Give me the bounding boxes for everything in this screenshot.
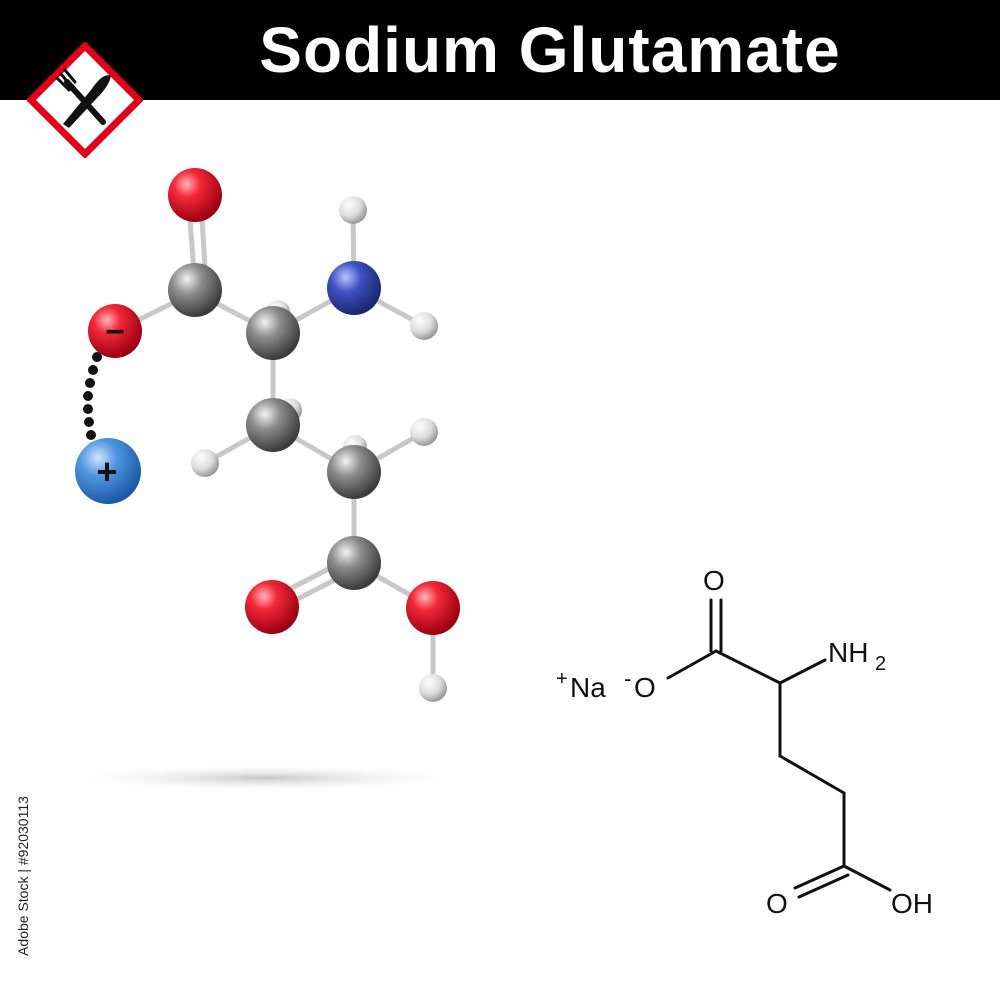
amine-subscript: 2	[875, 653, 886, 675]
sodium-charge: +	[556, 668, 568, 690]
oxygen-atom-negative	[88, 304, 142, 358]
ionic-bond	[83, 352, 102, 452]
oxide-charge: -	[624, 666, 631, 691]
title-banner: Sodium Glutamate	[0, 0, 1000, 100]
carbonyl-top-label: O	[703, 565, 725, 596]
oxygen-atom	[406, 581, 460, 635]
hydrogen-atom	[419, 674, 447, 702]
page-title: Sodium Glutamate	[259, 14, 841, 86]
carbon-atom	[246, 398, 300, 452]
stock-id: Adobe Stock | #92030113	[15, 796, 31, 956]
sodium-label: Na	[570, 672, 606, 703]
oxygen-atom	[245, 580, 299, 634]
nitrogen-atom	[327, 261, 381, 315]
negative-charge: −	[105, 313, 125, 351]
sodium-ion	[75, 438, 141, 504]
carbonyl-bottom-label: O	[766, 888, 788, 919]
hydrogen-atom	[191, 449, 219, 477]
carbon-atom	[168, 263, 222, 317]
hydrogen-atom	[410, 312, 438, 340]
carbon-atom	[246, 306, 300, 360]
hydrogen-atom	[339, 196, 367, 224]
carbon-atom	[327, 445, 381, 499]
oxygen-atom	[168, 168, 222, 222]
hydrogen-atom	[410, 418, 438, 446]
skeletal-bonds	[666, 598, 892, 899]
amine-label: NH	[828, 637, 868, 668]
positive-charge: +	[96, 451, 117, 492]
food-safe-icon	[27, 42, 143, 158]
carbon-atom	[327, 536, 381, 590]
ball-model-atoms: − +	[75, 168, 460, 702]
fork-icon	[55, 68, 106, 125]
model-shadow	[55, 764, 475, 792]
hydroxyl-label: OH	[891, 888, 933, 919]
skeletal-formula: + Na - O O NH 2 O OH	[556, 565, 933, 919]
oxide-label: O	[634, 672, 656, 703]
